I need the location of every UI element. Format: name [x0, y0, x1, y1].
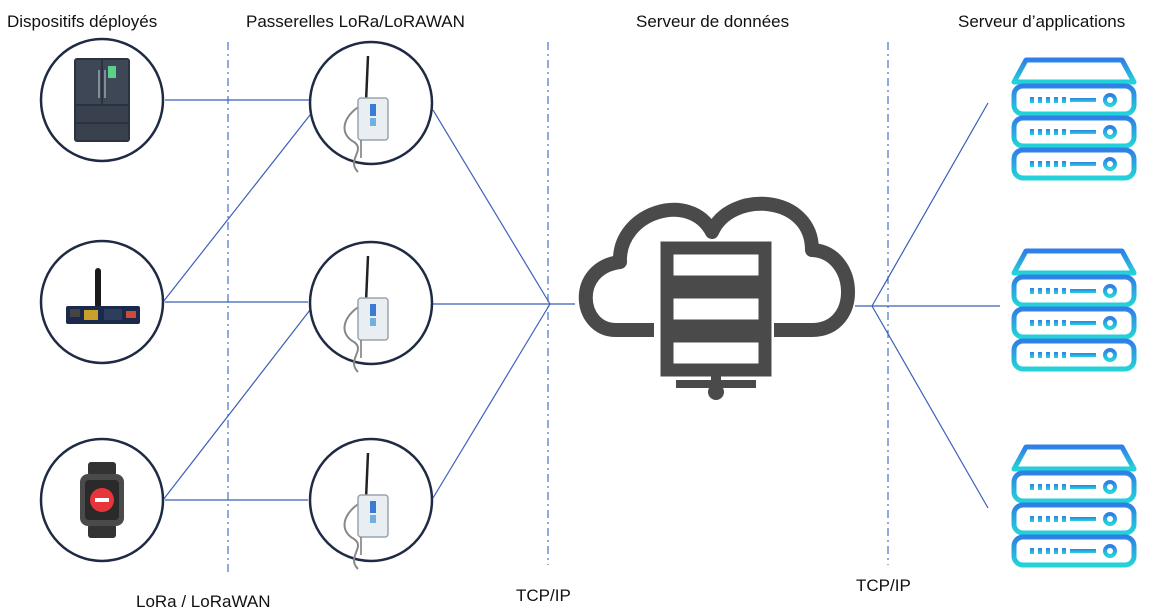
gateway-node-2 [308, 240, 434, 374]
gateway-node-3 [308, 437, 434, 571]
protocol-label-tcpip-1: TCP/IP [516, 586, 571, 605]
app-server-1 [1014, 60, 1134, 178]
link-device3-gw2 [162, 309, 311, 501]
column-title-gateways: Passerelles LoRa/LoRAWAN [246, 12, 465, 31]
connection-links [162, 99, 1000, 509]
link-device2-gw1 [162, 114, 311, 303]
link-gw1-cloud [432, 109, 551, 305]
protocol-label-tcpip-2: TCP/IP [856, 576, 911, 595]
smartwatch-icon [80, 462, 124, 538]
server-rack-icon [1014, 251, 1134, 369]
lora-board-icon [66, 268, 140, 324]
column-dividers [227, 42, 889, 575]
column-title-data-server: Serveur de données [636, 12, 790, 31]
link-gw3-cloud [432, 303, 551, 499]
server-rack-icon [1014, 60, 1134, 178]
app-server-3 [1014, 447, 1134, 565]
link-cloud-app3 [871, 305, 989, 509]
device-node-smartwatch [39, 437, 165, 563]
refrigerator-icon [74, 58, 130, 142]
gateway-node-1 [308, 40, 434, 174]
cloud-server-icon [578, 196, 855, 400]
device-node-lora-board [39, 239, 165, 365]
column-title-devices: Dispositifs déployés [7, 12, 158, 31]
app-server-2 [1014, 251, 1134, 369]
device-node-refrigerator [39, 37, 165, 163]
column-title-app-servers: Serveur d’applications [958, 12, 1126, 31]
protocol-label-lora: LoRa / LoRaWAN [136, 592, 271, 611]
server-rack-icon [1014, 447, 1134, 565]
link-cloud-app1 [871, 102, 989, 307]
